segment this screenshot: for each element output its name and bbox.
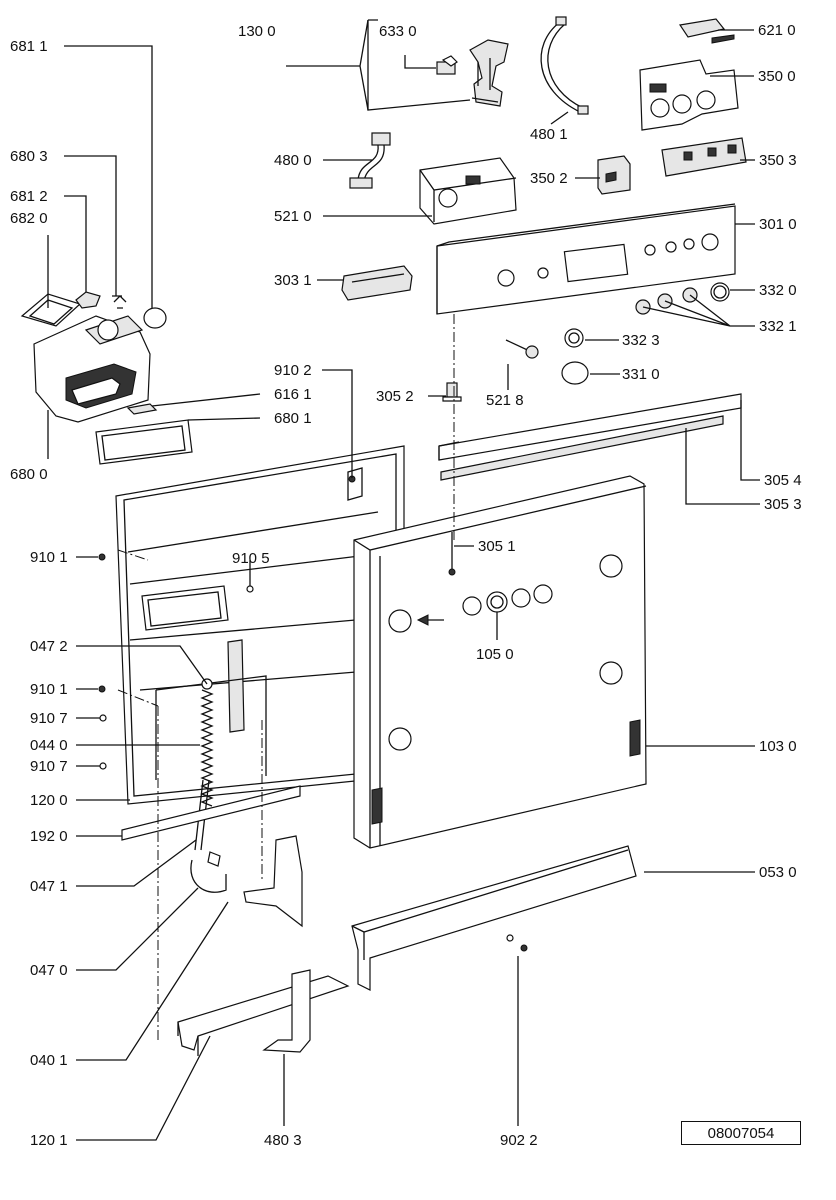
part-label: 350 0	[758, 68, 796, 85]
part-910-1-screw-b	[98, 685, 106, 693]
part-label: 301 0	[759, 216, 797, 233]
part-label: 305 2	[376, 388, 414, 405]
part-910-7-screw-a	[99, 714, 107, 722]
part-120-1-lower-frame	[177, 975, 350, 1056]
part-label: 910 1	[30, 549, 68, 566]
part-label: 192 0	[30, 828, 68, 845]
part-label: 103 0	[759, 738, 797, 755]
part-label: 480 0	[274, 152, 312, 169]
part-633-0-clip	[436, 55, 458, 75]
part-label: 680 0	[10, 466, 48, 483]
part-label: 332 0	[759, 282, 797, 299]
part-labels: 681 1 680 3 681 2 682 0 680 0 130 0 633 …	[10, 22, 802, 1149]
part-label: 910 7	[30, 758, 68, 775]
part-label: 480 1	[530, 126, 568, 143]
part-label: 681 2	[10, 188, 48, 205]
part-label: 332 3	[622, 332, 660, 349]
part-label: 521 0	[274, 208, 312, 225]
part-label: 680 3	[10, 148, 48, 165]
part-label: 305 4	[764, 472, 802, 489]
part-332-3-knob	[564, 328, 584, 348]
part-480-0-harness	[349, 132, 391, 189]
part-label: 044 0	[30, 737, 68, 754]
part-label: 681 1	[10, 38, 48, 55]
part-621-0-module	[678, 18, 735, 44]
part-480-1-cable	[540, 16, 589, 115]
part-680-3-spring	[112, 295, 127, 309]
part-label: 047 1	[30, 878, 68, 895]
part-910-1-screw-a	[98, 553, 106, 561]
part-521-8-sensor	[505, 339, 539, 359]
part-053-0-kickplate	[351, 845, 637, 991]
part-label: 120 1	[30, 1132, 68, 1149]
part-130-0-bracket	[469, 39, 509, 107]
part-680-1-gasket	[95, 419, 193, 465]
part-480-3-handle	[262, 969, 311, 1053]
part-910-5-screw	[246, 585, 254, 593]
part-305-1-screw	[448, 532, 456, 576]
part-label: 120 0	[30, 792, 68, 809]
part-label: 910 2	[274, 362, 312, 379]
part-label: 105 0	[476, 646, 514, 663]
part-047-0-hinge	[190, 851, 227, 893]
part-910-7-screw-b	[99, 762, 107, 770]
part-label: 480 3	[264, 1132, 302, 1149]
part-105-0-buttons	[462, 584, 553, 616]
part-350-2-module	[597, 155, 631, 195]
part-331-0-knob	[561, 361, 589, 385]
part-label: 682 0	[10, 210, 48, 227]
part-label: 303 1	[274, 272, 312, 289]
part-040-1-bracket	[243, 835, 303, 928]
part-682-0-seal	[20, 293, 82, 327]
part-350-0-board	[639, 59, 739, 131]
document-number: 08007054	[681, 1121, 801, 1145]
part-616-1-clip	[126, 403, 158, 415]
part-label: 680 1	[274, 410, 312, 427]
part-305-3-strip	[440, 415, 724, 481]
part-label: 521 8	[486, 392, 524, 409]
part-label: 621 0	[758, 22, 796, 39]
part-label: 350 2	[530, 170, 568, 187]
part-332-0-knob	[710, 282, 730, 302]
part-521-0-module	[419, 157, 517, 225]
part-680-0-dispenser	[33, 315, 151, 423]
part-301-0-panel	[436, 203, 736, 315]
part-label: 047 2	[30, 638, 68, 655]
part-label: 130 0	[238, 23, 276, 40]
part-label: 910 5	[232, 550, 270, 567]
part-label: 332 1	[759, 318, 797, 335]
part-305-2-pin	[442, 382, 462, 402]
part-label: 305 1	[478, 538, 516, 555]
part-label: 910 1	[30, 681, 68, 698]
part-103-0-outer-door	[353, 475, 647, 849]
part-label: 616 1	[274, 386, 312, 403]
assembly-line	[117, 549, 159, 707]
part-303-1-switch	[341, 265, 413, 301]
part-label: 633 0	[379, 23, 417, 40]
part-902-2-screw	[520, 944, 528, 952]
leader-lines	[47, 19, 760, 1141]
part-label: 350 3	[759, 152, 797, 169]
part-192-0-bar	[121, 785, 301, 841]
part-label: 053 0	[759, 864, 797, 881]
part-label: 331 0	[622, 366, 660, 383]
part-label: 305 3	[764, 496, 802, 513]
part-label: 040 1	[30, 1052, 68, 1069]
part-681-2-lever	[75, 291, 101, 309]
part-label: 047 0	[30, 962, 68, 979]
part-label: 910 7	[30, 710, 68, 727]
part-350-3-board	[661, 137, 747, 177]
arrow-head	[416, 614, 429, 626]
part-681-1-cap	[143, 307, 167, 329]
part-label: 902 2	[500, 1132, 538, 1149]
